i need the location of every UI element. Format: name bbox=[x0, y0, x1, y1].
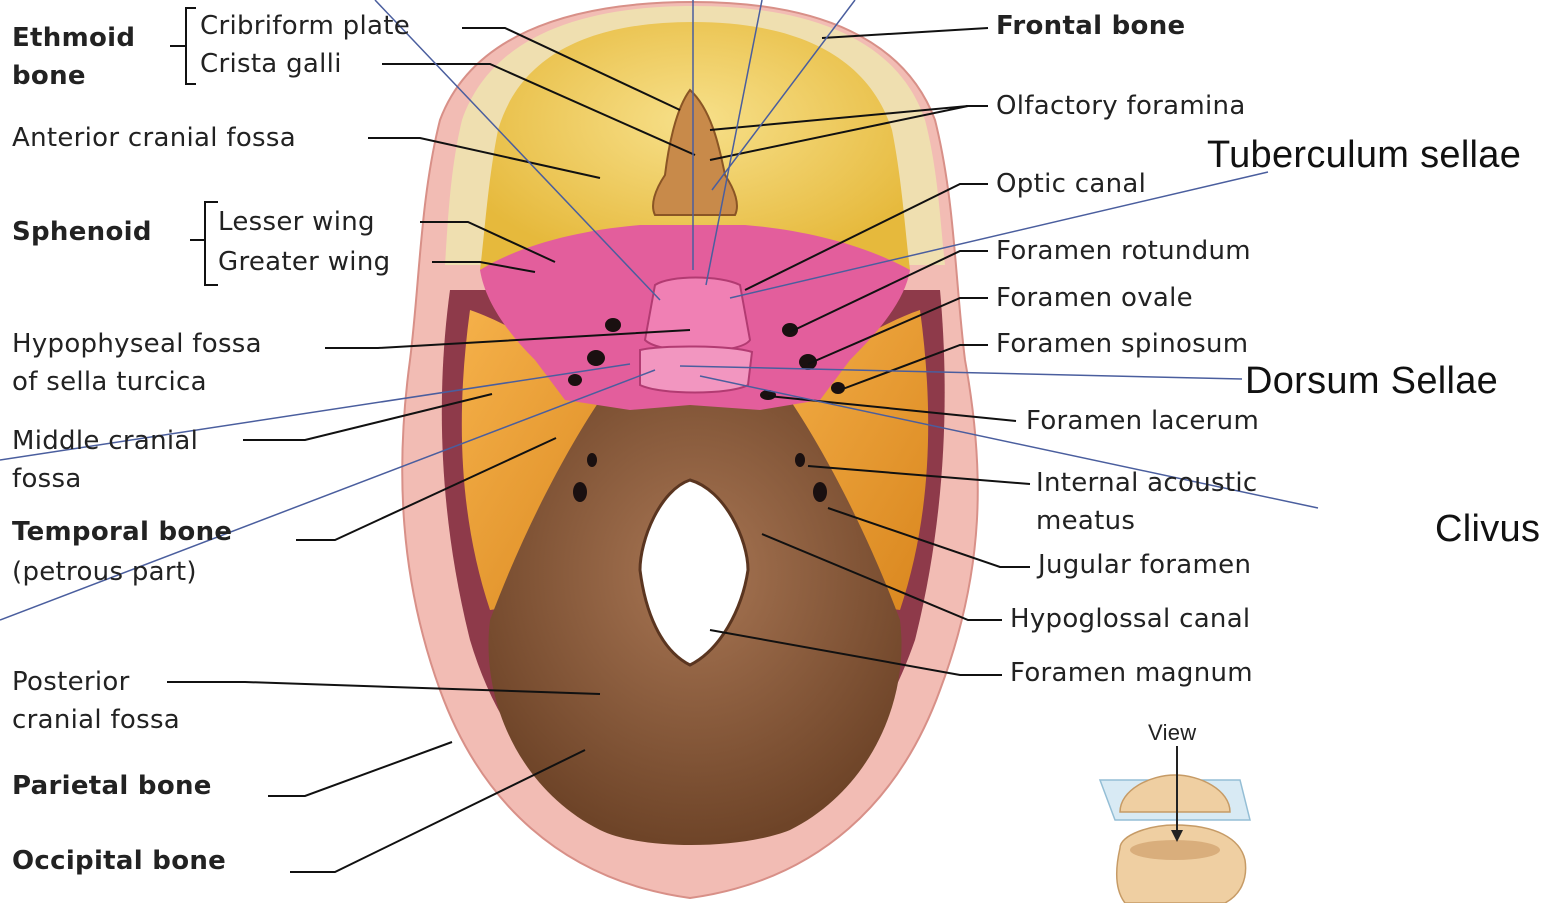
label-cribriform-plate: Cribriform plate bbox=[200, 13, 410, 39]
label-middle-cranial-fossa-2: fossa bbox=[12, 466, 82, 492]
label-foramen-rotundum: Foramen rotundum bbox=[996, 238, 1251, 264]
label-foramen-ovale: Foramen ovale bbox=[996, 285, 1193, 311]
label-temporal-bone-2: (petrous part) bbox=[12, 559, 197, 585]
label-view: View bbox=[1148, 722, 1197, 744]
label-ethmoid-1: Ethmoid bbox=[12, 25, 135, 51]
label-foramen-spinosum: Foramen spinosum bbox=[996, 331, 1248, 357]
label-lesser-wing: Lesser wing bbox=[218, 209, 375, 235]
view-icon bbox=[1100, 746, 1250, 903]
label-clivus: Clivus bbox=[1435, 510, 1540, 548]
label-hypophyseal-fossa-1: Hypophyseal fossa bbox=[12, 331, 262, 357]
label-occipital-bone: Occipital bone bbox=[12, 848, 226, 874]
sella-turcica bbox=[645, 278, 750, 352]
label-middle-cranial-fossa-1: Middle cranial bbox=[12, 428, 198, 454]
label-foramen-lacerum: Foramen lacerum bbox=[1026, 408, 1259, 434]
label-olfactory-foramina: Olfactory foramina bbox=[996, 93, 1246, 119]
label-parietal-bone: Parietal bone bbox=[12, 773, 212, 799]
label-hypophyseal-fossa-2: of sella turcica bbox=[12, 369, 207, 395]
label-jugular-foramen: Jugular foramen bbox=[1038, 552, 1251, 578]
label-crista-galli: Crista galli bbox=[200, 51, 342, 77]
label-posterior-cranial-fossa-1: Posterior bbox=[12, 669, 130, 695]
label-internal-acoustic-1: Internal acoustic bbox=[1036, 470, 1257, 496]
label-posterior-cranial-fossa-2: cranial fossa bbox=[12, 707, 180, 733]
label-hypoglossal-canal: Hypoglossal canal bbox=[1010, 606, 1250, 632]
label-frontal-bone: Frontal bone bbox=[996, 13, 1185, 39]
label-temporal-bone-1: Temporal bone bbox=[12, 519, 232, 545]
label-ethmoid-2: bone bbox=[12, 63, 86, 89]
dorsum-sellae-shape bbox=[640, 346, 752, 392]
label-sphenoid: Sphenoid bbox=[12, 219, 152, 245]
label-foramen-magnum: Foramen magnum bbox=[1010, 660, 1253, 686]
label-anterior-cranial-fossa: Anterior cranial fossa bbox=[12, 125, 296, 151]
label-dorsum-sellae: Dorsum Sellae bbox=[1245, 362, 1498, 400]
label-optic-canal: Optic canal bbox=[996, 171, 1146, 197]
label-tuberculum-sellae: Tuberculum sellae bbox=[1207, 136, 1521, 174]
label-internal-acoustic-2: meatus bbox=[1036, 508, 1135, 534]
label-greater-wing: Greater wing bbox=[218, 249, 390, 275]
